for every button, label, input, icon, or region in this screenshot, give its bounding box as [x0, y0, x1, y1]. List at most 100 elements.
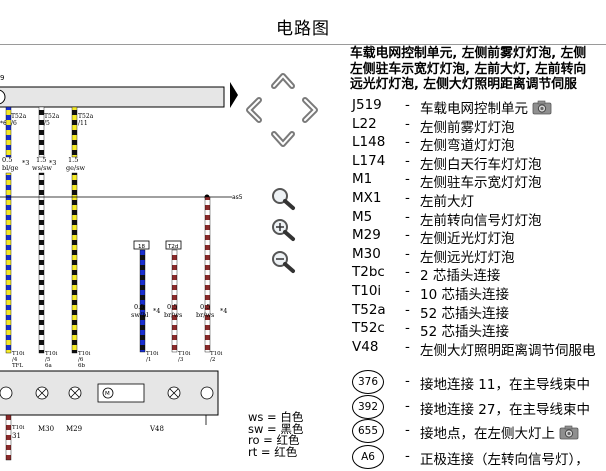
svg-text:1.5: 1.5 [68, 156, 78, 164]
legend-row: sw = 黑色 [248, 421, 304, 436]
row-dash: - [405, 190, 410, 206]
component-desc: 10 芯插头连接 [420, 287, 509, 303]
svg-text:V48: V48 [149, 425, 164, 433]
component-desc: 左侧远光灯灯泡 [420, 249, 515, 266]
svg-text:T10i: T10i [210, 351, 223, 357]
svg-text:/6: /6 [11, 120, 17, 127]
camera-icon [559, 425, 579, 440]
row-dash: - [405, 320, 410, 337]
row-dash: - [405, 115, 410, 132]
pan-down-button[interactable] [271, 131, 295, 152]
pan-up-button[interactable] [271, 72, 295, 92]
svg-text:6a: 6a [45, 363, 52, 369]
svg-text:*6: *6 [0, 120, 7, 127]
svg-text:0.5: 0.5 [167, 303, 177, 311]
component-desc: 左侧大灯照明距离调节伺服电 [420, 342, 596, 359]
svg-text:br/ws: br/ws [196, 311, 214, 319]
svg-text:T10i: T10i [45, 351, 58, 357]
row-dash: - [405, 152, 410, 169]
component-code: J519 [352, 97, 382, 113]
pan-left-button[interactable] [244, 97, 262, 126]
connection-desc: 接地点，在左侧大灯上 [420, 422, 579, 442]
arrow-down-icon [271, 131, 295, 147]
svg-text:31: 31 [12, 432, 21, 440]
legend-row: ws = 白色 [248, 410, 304, 424]
connection-desc: 接地连接 27，在主导线束中 [420, 402, 590, 418]
svg-text:T52a: T52a [78, 113, 94, 120]
svg-text:sw/bl: sw/bl [131, 311, 148, 319]
component-code: T52c [352, 320, 385, 337]
connection-number: 655 [352, 419, 384, 443]
component-code: M29 [352, 227, 381, 244]
component-code: L174 [352, 152, 386, 169]
row-dash: - [405, 398, 410, 414]
component-code: MX1 [352, 190, 382, 206]
svg-text:6b: 6b [78, 363, 85, 369]
svg-text:T2d: T2d [167, 244, 178, 250]
component-code: V48 [352, 338, 379, 355]
component-code: M30 [352, 245, 381, 262]
collapse-panel-icon[interactable] [229, 82, 239, 108]
wire-sw-bl [139, 249, 146, 353]
svg-text:/2: /2 [210, 357, 215, 363]
svg-text:/3: /3 [178, 357, 184, 363]
row-dash: - [405, 208, 410, 225]
row-dash: - [405, 97, 410, 113]
arrow-right-icon [302, 97, 318, 123]
svg-text:0.5: 0.5 [200, 303, 210, 311]
svg-text:ws/sw: ws/sw [32, 164, 52, 172]
row-dash: - [405, 134, 410, 151]
svg-text:18: 18 [138, 244, 145, 250]
svg-text:br/ws: br/ws [164, 311, 182, 319]
component-code: T2bc [352, 264, 385, 281]
wire-ws-sw [38, 106, 45, 158]
component-desc: 52 芯插头连接 [420, 305, 509, 322]
row-dash: - [405, 422, 410, 438]
zoom-out-button[interactable] [270, 249, 296, 277]
wire-ge-sw [71, 106, 78, 158]
svg-text:as5: as5 [232, 194, 243, 201]
row-dash: - [405, 264, 410, 281]
svg-text:*4: *4 [220, 307, 227, 315]
row-dash: - [405, 373, 410, 389]
row-dash: - [405, 301, 410, 318]
component-code: T52a [352, 301, 386, 318]
component-code: L148 [352, 134, 386, 151]
zoom-in-button[interactable] [270, 217, 296, 245]
node-circle [0, 89, 6, 105]
svg-text:M29: M29 [66, 425, 82, 433]
svg-text:TFL: TFL [12, 363, 23, 369]
zoom-fit-button[interactable] [270, 186, 296, 214]
camera-icon [532, 100, 552, 115]
connection-number: 392 [352, 395, 384, 419]
connection-desc: 接地连接 11，在主导线束中 [420, 377, 590, 393]
pan-right-button[interactable] [302, 97, 320, 126]
svg-text:/6: /6 [78, 357, 84, 363]
component-code: T10i [352, 283, 382, 299]
wire-bl-ge [5, 106, 12, 158]
component-code: M1 [352, 171, 373, 188]
connection-number: A6 [352, 445, 384, 469]
row-dash: - [405, 448, 410, 464]
row-dash: - [405, 245, 410, 262]
svg-text:T52a: T52a [44, 113, 60, 120]
component-desc: 车载电网控制单元 [420, 97, 552, 117]
svg-text:*3: *3 [22, 159, 29, 167]
component-desc: 左侧前雾灯灯泡 [420, 119, 515, 136]
component-desc: 左侧驻车示宽灯灯泡 [420, 175, 542, 192]
svg-text:M: M [105, 391, 110, 397]
svg-text:T10i: T10i [78, 351, 91, 357]
component-desc: 左侧弯道灯灯泡 [420, 138, 515, 155]
svg-text:T10i: T10i [178, 351, 191, 357]
row-dash: - [405, 171, 410, 188]
component-desc: 2 芯插头连接 [420, 268, 501, 285]
row-dash: - [405, 227, 410, 244]
pin-label: T52a [11, 113, 27, 120]
zoom-out-icon [272, 251, 295, 273]
connection-number: 376 [352, 370, 384, 394]
svg-text:*3: *3 [49, 159, 56, 167]
svg-text:9: 9 [0, 74, 4, 82]
component-desc: 左侧近光灯灯泡 [420, 231, 515, 248]
svg-text:ge/sw: ge/sw [66, 164, 86, 172]
